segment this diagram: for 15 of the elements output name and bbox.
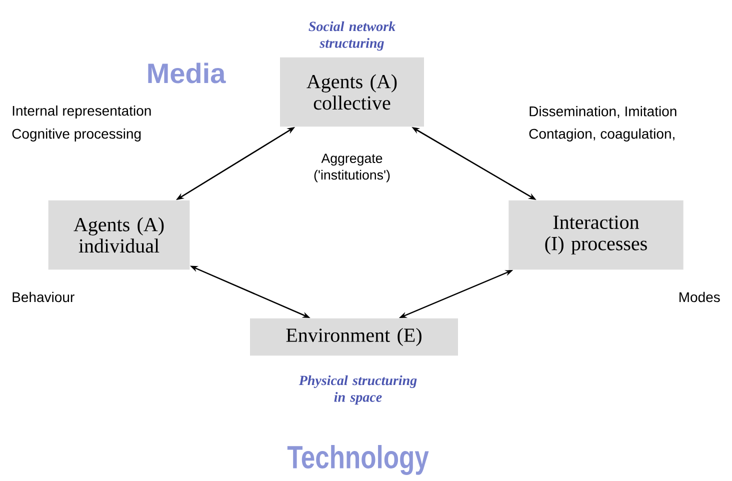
concept-box: Agents (A) individual (48, 200, 190, 270)
side-note: Behaviour (12, 292, 74, 302)
heading-word: Technology (287, 445, 429, 475)
side-note: Contagion, coagulation, (529, 128, 674, 142)
concept-box: Environment (E) (250, 318, 458, 356)
side-note: Dissemination, Imitation (530, 106, 676, 118)
side-note: Cognitive processing (12, 128, 141, 142)
side-note: Modes (680, 292, 720, 302)
side-note: Internal representation (12, 105, 151, 119)
heading-word: Media (148, 62, 226, 84)
concept-box: Agents (A) collective (280, 57, 424, 127)
concept-box: Interaction (I) processes (508, 200, 684, 270)
note-text: Aggregate ('institutions') (314, 154, 390, 182)
caption-text: Social network structuring (308, 21, 396, 51)
caption-text: Physical structuring in space (298, 375, 417, 405)
